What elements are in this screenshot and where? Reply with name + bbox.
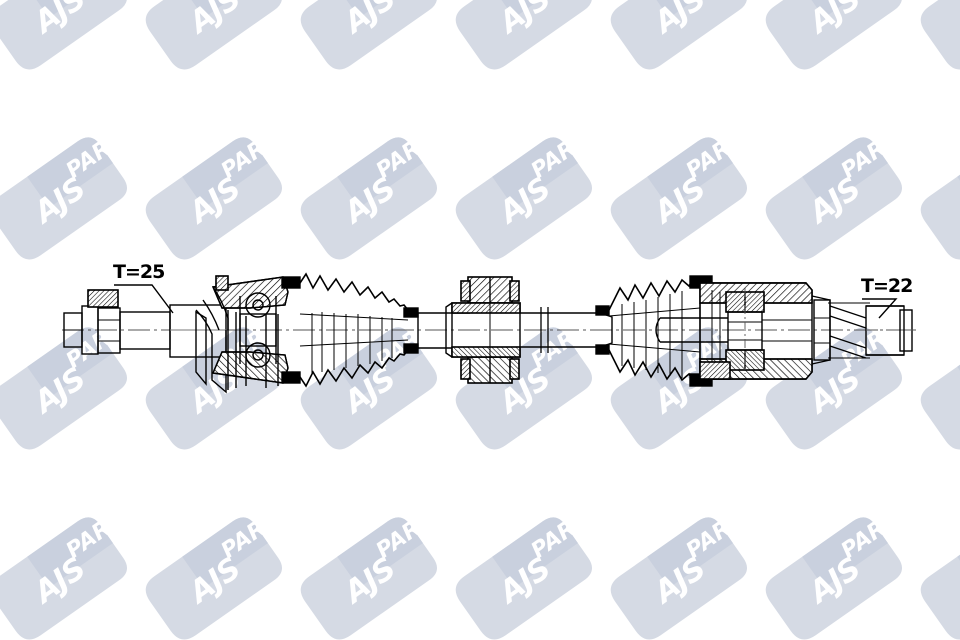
outer-cv-joint bbox=[195, 275, 289, 394]
center-support-bearing bbox=[445, 276, 521, 384]
inner-tripod-joint bbox=[655, 282, 831, 380]
inner-spline-stub bbox=[828, 302, 913, 359]
leader-line-left bbox=[114, 284, 174, 314]
outer-boot bbox=[281, 272, 419, 388]
inner-boot bbox=[595, 275, 713, 387]
leader-line-right bbox=[862, 298, 898, 319]
outer-stub-shaft bbox=[63, 289, 227, 358]
